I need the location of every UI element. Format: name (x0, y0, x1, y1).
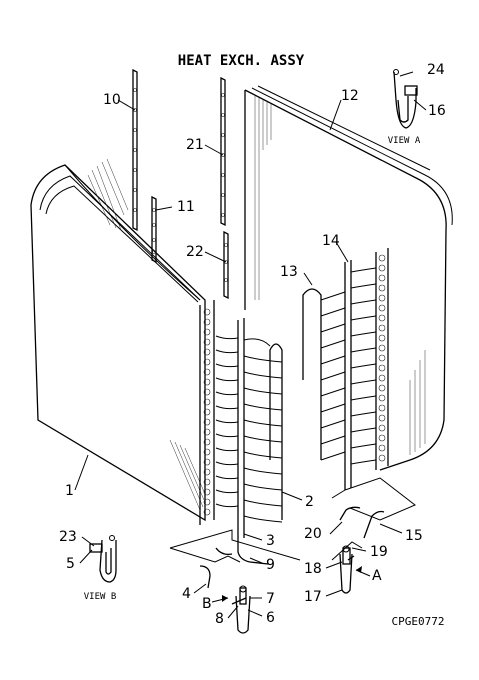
callout-4: 4 (182, 586, 191, 602)
callout-18: 18 (304, 561, 322, 577)
callout-13: 13 (280, 264, 298, 280)
right-distributor (302, 260, 377, 490)
arrow-a-label: A (372, 568, 382, 584)
diagram-title: HEAT EXCH. ASSY (178, 53, 305, 69)
callouts: 10 11 21 22 12 13 14 24 16 1 2 3 9 4 5 2… (59, 62, 446, 627)
callout-15: 15 (405, 528, 423, 544)
view-arrows: A B (202, 566, 382, 612)
callout-8: 8 (215, 611, 224, 627)
bracket-21 (220, 76, 226, 227)
right-tube-sheet (375, 248, 389, 470)
bottom-piping (169, 477, 416, 634)
view-b-label: VIEW B (84, 592, 117, 602)
view-a-inset: VIEW A (388, 69, 421, 146)
callout-10: 10 (103, 92, 121, 108)
callout-24: 24 (427, 62, 445, 78)
callout-6: 6 (266, 610, 275, 626)
callout-14: 14 (322, 233, 340, 249)
callout-16: 16 (428, 103, 446, 119)
view-a-label: VIEW A (388, 136, 421, 146)
left-distributor (215, 318, 283, 540)
callout-5: 5 (66, 556, 75, 572)
callout-7: 7 (266, 591, 275, 607)
callout-20: 20 (304, 526, 322, 542)
bracket-11 (151, 195, 157, 264)
callout-3: 3 (266, 533, 275, 549)
coil-body (30, 85, 453, 522)
callout-2: 2 (305, 494, 314, 510)
arrow-b-label: B (202, 596, 212, 612)
callout-19: 19 (370, 544, 388, 560)
left-fin-shading (87, 158, 206, 511)
callout-22: 22 (186, 244, 204, 260)
right-fin-shading (254, 96, 426, 455)
bracket-10 (132, 68, 138, 232)
callout-11: 11 (177, 199, 195, 215)
callout-23: 23 (59, 529, 77, 545)
leader-lines (74, 71, 427, 619)
bracket-22 (223, 230, 229, 300)
callout-1: 1 (65, 483, 74, 499)
drawing-code: CPGE0772 (392, 615, 445, 628)
callout-21: 21 (186, 137, 204, 153)
callout-17: 17 (304, 589, 322, 605)
left-tube-sheet (199, 300, 215, 525)
view-b-inset: VIEW B (84, 535, 117, 602)
callout-12: 12 (341, 88, 359, 104)
callout-9: 9 (266, 557, 275, 573)
